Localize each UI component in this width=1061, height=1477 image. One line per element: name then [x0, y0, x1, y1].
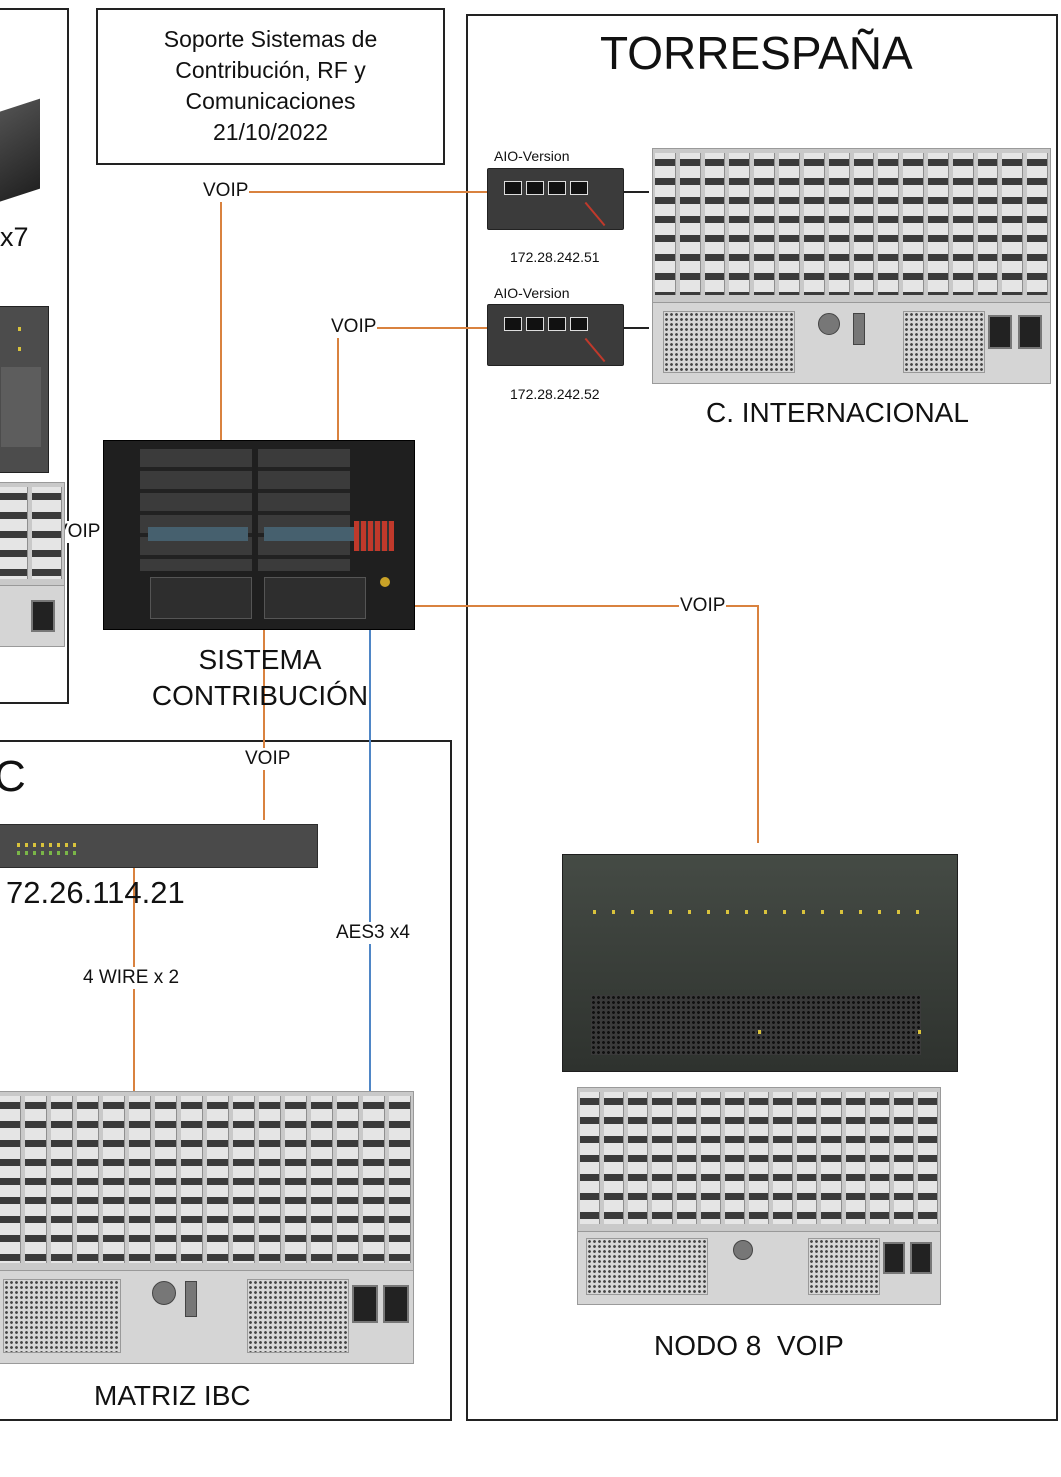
- voip-label-top: VOIP: [202, 180, 249, 202]
- aio2-device: [487, 304, 624, 366]
- sistema-line2: CONTRIBUCIÓN: [120, 678, 400, 714]
- torrespana-title: TORRESPAÑA: [600, 26, 913, 80]
- c-internacional-label: C. INTERNACIONAL: [706, 397, 969, 429]
- header-line3: Comunicaciones: [98, 86, 443, 117]
- aes3-label: AES3 x4: [335, 922, 411, 944]
- aio1-device: [487, 168, 624, 230]
- ibc-voip-rack: [0, 824, 318, 868]
- aio2-ip: 172.28.242.52: [510, 386, 600, 402]
- voip-label-mid: VOIP: [330, 316, 377, 338]
- voip-label-ibc: VOIP: [244, 748, 291, 770]
- matriz-ibc-label: MATRIZ IBC: [94, 1380, 251, 1412]
- left-count-label: x7: [0, 222, 29, 253]
- voip-link-top-v: [220, 191, 222, 441]
- aio1-connector: [623, 191, 649, 193]
- voip-label-right: VOIP: [679, 595, 726, 617]
- voip-link-right-v: [757, 605, 759, 843]
- matriz-ibc: [0, 1091, 414, 1364]
- ibc-ip-label: 72.26.114.21: [6, 875, 185, 911]
- voip-link-top-h: [221, 191, 487, 193]
- nodo-voip-chassis: [562, 854, 958, 1072]
- left-matrix-fragment: [0, 482, 65, 647]
- sistema-contribucion-rack: [103, 440, 415, 630]
- c-internacional-matrix: [652, 148, 1051, 384]
- nodo-voip-label: NODO 8 VOIP: [654, 1330, 844, 1362]
- aio1-label: AIO-Version: [494, 148, 569, 164]
- left-device-mid: [0, 306, 49, 473]
- sistema-contribucion-label: SISTEMA CONTRIBUCIÓN: [120, 642, 400, 714]
- aio1-ip: 172.28.242.51: [510, 249, 600, 265]
- header-line1: Soporte Sistemas de: [98, 24, 443, 55]
- aio2-label: AIO-Version: [494, 285, 569, 301]
- aio2-connector: [623, 327, 649, 329]
- four-wire-label: 4 WIRE x 2: [82, 967, 180, 989]
- nodo-voip-matrix: [577, 1087, 941, 1305]
- voip-link-mid-v: [337, 327, 339, 441]
- header-date: 21/10/2022: [98, 117, 443, 148]
- sistema-line1: SISTEMA: [120, 642, 400, 678]
- ibc-title-fragment: C: [0, 752, 26, 802]
- header-line2: Contribución, RF y: [98, 55, 443, 86]
- header-note: Soporte Sistemas de Contribución, RF y C…: [98, 24, 443, 148]
